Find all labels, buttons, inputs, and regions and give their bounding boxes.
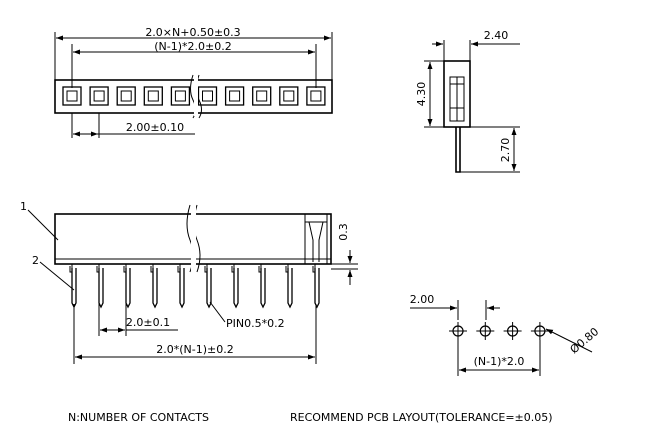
top-span-dim: (N-1)*2.0±0.2: [154, 40, 231, 53]
front-pitch-dim: 2.0±0.1: [126, 316, 170, 329]
pcb-hole: [530, 322, 549, 340]
side-height-dim: 4.30: [415, 82, 428, 107]
front-view: 1 2 0.3 2.0±0.1 PIN0.5*0.2 2.0*(N-1)±0.2: [20, 200, 358, 364]
front-pin: [231, 264, 239, 309]
front-pin: [204, 264, 212, 309]
top-contact-cell: [89, 86, 109, 106]
pcb-hole: [476, 322, 495, 340]
top-overall-dim: 2.0×N+0.50±0.3: [145, 26, 240, 39]
front-pin: [258, 264, 266, 309]
front-view-pins: [69, 264, 320, 309]
front-view-body: [54, 204, 332, 273]
callout-2: 2: [32, 254, 39, 267]
top-contact-cell: [306, 86, 326, 106]
front-pin: [150, 264, 158, 309]
pcb-hole: [449, 322, 467, 340]
top-pitch-dim: 2.00±0.10: [126, 121, 184, 134]
front-pin: [177, 264, 185, 309]
front-pin: [285, 264, 293, 309]
top-contact-cell: [252, 86, 272, 106]
top-view: 2.0×N+0.50±0.3 (N-1)*2.0±0.2 2.00±0.10: [54, 26, 333, 138]
pcb-layout: 2.00 Ø0.80 (N-1)*2.0: [410, 293, 602, 376]
side-width-dim: 2.40: [484, 29, 509, 42]
pcb-pitch-dim: 2.00: [410, 293, 435, 306]
side-pin-dim: 2.70: [499, 138, 512, 163]
contacts-note: N:NUMBER OF CONTACTS: [68, 411, 209, 424]
pcb-holes: [449, 322, 549, 340]
front-pin: [96, 264, 104, 309]
front-height-dim: 0.3: [337, 223, 350, 241]
top-view-contacts: [62, 86, 326, 106]
top-contact-cell: [170, 86, 191, 106]
pcb-layout-note: RECOMMEND PCB LAYOUT(TOLERANCE=±0.05): [290, 411, 553, 424]
top-contact-cell: [224, 86, 245, 106]
front-pin: [69, 264, 77, 309]
pin-size-label: PIN0.5*0.2: [226, 317, 285, 330]
side-view-pin: [455, 127, 461, 173]
callout-1: 1: [20, 200, 27, 213]
top-contact-cell: [143, 86, 163, 106]
top-contact-cell: [197, 86, 218, 106]
pcb-hole: [503, 322, 522, 340]
top-view-body: [54, 74, 333, 119]
top-contact-cell: [116, 86, 136, 106]
top-contact-cell: [279, 86, 299, 106]
pcb-hole-dim: Ø0.80: [568, 325, 602, 356]
front-pin: [123, 264, 131, 309]
pcb-span-dim: (N-1)*2.0: [474, 355, 525, 368]
side-view-body: [443, 60, 471, 128]
front-pin: [312, 264, 320, 309]
front-span-dim: 2.0*(N-1)±0.2: [156, 343, 233, 356]
top-contact-cell: [62, 86, 82, 106]
side-view: 2.40 4.30 2.70: [415, 29, 520, 173]
